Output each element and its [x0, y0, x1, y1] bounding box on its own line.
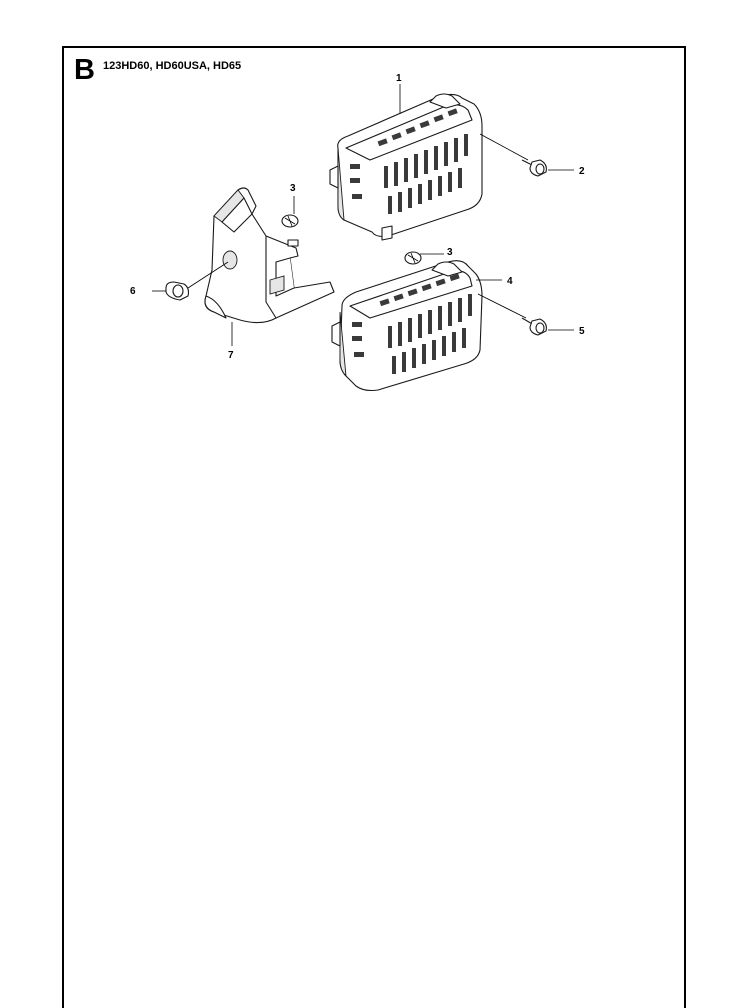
- cylinder-cover-upper[interactable]: [329, 93, 483, 241]
- callout-2: 2: [579, 166, 585, 177]
- cylinder-cover-lower[interactable]: [331, 260, 483, 392]
- cover-bracket[interactable]: [204, 187, 335, 324]
- screw-bracket[interactable]: [165, 261, 229, 301]
- callout-1: 1: [396, 73, 402, 84]
- lower-cover-slots-top: [379, 273, 460, 307]
- nut-lower[interactable]: [404, 251, 422, 265]
- callout-7: 7: [228, 350, 234, 361]
- nut-upper[interactable]: [281, 214, 299, 228]
- lower-cover-slots-side: [352, 294, 472, 374]
- leader-lines: [152, 84, 574, 346]
- callout-3-upper: 3: [290, 183, 296, 194]
- cover-slots-side: [350, 134, 468, 214]
- screw-lower[interactable]: [521, 317, 547, 336]
- callout-5: 5: [579, 326, 585, 337]
- screw-upper[interactable]: [521, 159, 547, 177]
- page-frame: [62, 46, 686, 1008]
- model-list: 123HD60, HD60USA, HD65: [103, 60, 242, 72]
- callout-6: 6: [130, 286, 136, 297]
- callout-4: 4: [507, 276, 513, 287]
- section-letter: B: [74, 54, 95, 86]
- cover-slots-top: [377, 108, 458, 147]
- callout-3-lower: 3: [447, 247, 453, 258]
